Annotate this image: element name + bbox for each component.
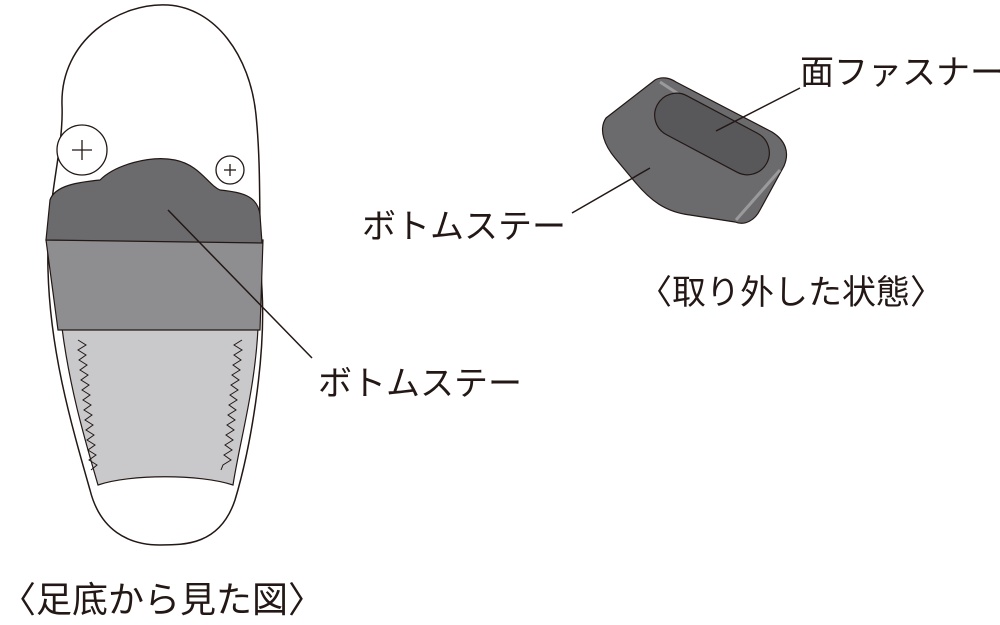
hook-fastener-pad [654, 92, 770, 176]
stitch-left [77, 339, 98, 471]
circle-marker-large [56, 124, 108, 176]
label-bottom-stay-sole: ボトムステー [318, 364, 522, 404]
leader-line-sole [167, 209, 313, 359]
label-fastener: 面ファスナー [800, 53, 1000, 93]
bottom-stay-sole [45, 158, 263, 244]
leader-line-detached [571, 167, 651, 214]
stitch-right [220, 339, 243, 471]
label-bottom-stay-detached: ボトムステー [362, 207, 566, 247]
sole-view [45, 4, 313, 546]
strap-band [45, 239, 264, 331]
caption-sole-view: 〈足底から見た図〉 [0, 580, 324, 621]
caption-detached-view: 〈取り外した状態〉 [638, 273, 944, 313]
bottom-stay-detached [602, 77, 788, 224]
detached-view [571, 77, 801, 224]
leader-line-fastener [715, 87, 801, 132]
circle-marker-small [215, 155, 245, 185]
fabric-wrap [61, 327, 259, 486]
